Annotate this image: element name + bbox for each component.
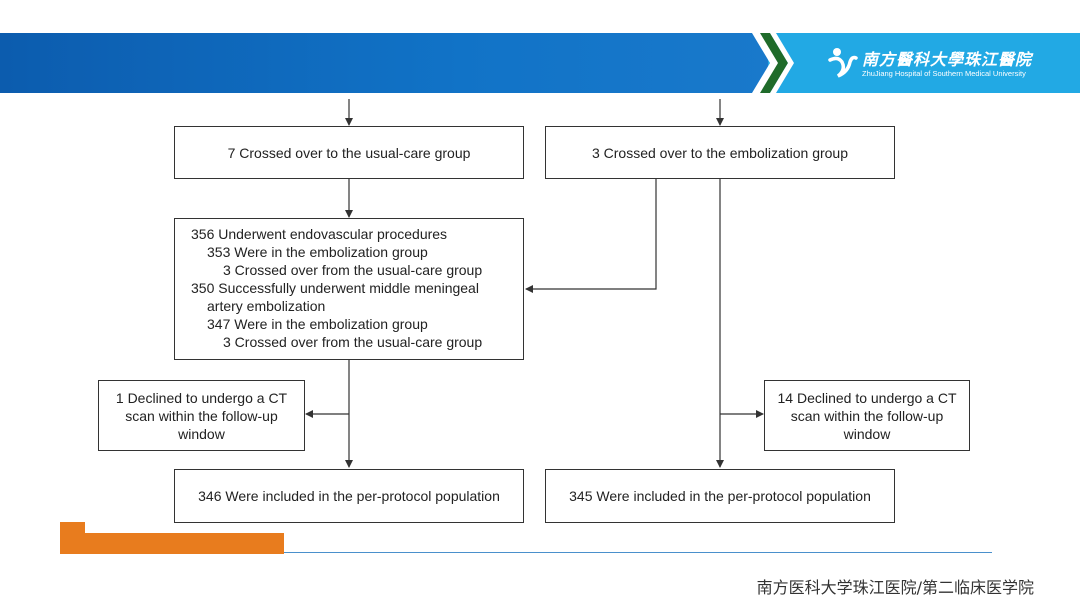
procedures-line: artery embolization xyxy=(207,298,326,314)
right-crossover-text: 3 Crossed over to the embolization group xyxy=(591,144,849,161)
left-declined-box: 1 Declined to undergo a CT scan within t… xyxy=(98,380,305,451)
footer-accent-bar xyxy=(60,533,284,554)
hospital-logo: 南方醫科大學珠江醫院 ZhuJiang Hospital of Southern… xyxy=(828,44,1048,82)
footer-institution: 南方医科大学珠江医院/第二临床医学院 xyxy=(756,578,1034,597)
right-declined-line: 14 Declined to undergo a CT xyxy=(777,389,957,406)
header-blue-band xyxy=(0,33,768,93)
logo-english-name: ZhuJiang Hospital of Southern Medical Un… xyxy=(862,69,1026,78)
right-included-box: 345 Were included in the per-protocol po… xyxy=(545,469,895,523)
procedures-box: 356 Underwent endovascular procedures 35… xyxy=(174,218,524,360)
right-declined-line: scan within the follow-up xyxy=(790,407,944,424)
procedures-line: 356 Underwent endovascular procedures xyxy=(191,226,448,242)
right-included-text: 345 Were included in the per-protocol po… xyxy=(569,488,871,504)
footer-accent-notch xyxy=(60,522,85,536)
right-declined-box: 14 Declined to undergo a CT scan within … xyxy=(764,380,970,451)
logo-chinese-name: 南方醫科大學珠江醫院 xyxy=(862,50,1033,69)
left-included-text: 346 Were included in the per-protocol po… xyxy=(198,488,500,504)
left-crossover-text: 7 Crossed over to the usual-care group xyxy=(227,144,471,161)
right-crossover-box: 3 Crossed over to the embolization group xyxy=(545,126,895,179)
left-declined-line: 1 Declined to undergo a CT xyxy=(115,389,288,406)
left-declined-line: window xyxy=(178,425,225,442)
procedures-line: 3 Crossed over from the usual-care group xyxy=(223,334,483,350)
hospital-logo-icon xyxy=(828,48,858,78)
left-declined-line: scan within the follow-up xyxy=(125,407,278,424)
arrow-right-crossover-to-procedures xyxy=(525,179,657,293)
procedures-line: 3 Crossed over from the usual-care group xyxy=(223,262,483,278)
procedures-line: 347 Were in the embolization group xyxy=(207,316,428,332)
left-included-box: 346 Were included in the per-protocol po… xyxy=(174,469,524,523)
right-declined-line: window xyxy=(843,425,891,442)
chevron-arrow-icon xyxy=(752,33,794,93)
footer-divider xyxy=(284,552,992,553)
procedures-line: 353 Were in the embolization group xyxy=(207,244,428,260)
left-crossover-box: 7 Crossed over to the usual-care group xyxy=(174,126,524,179)
procedures-line: 350 Successfully underwent middle mening… xyxy=(191,280,479,296)
